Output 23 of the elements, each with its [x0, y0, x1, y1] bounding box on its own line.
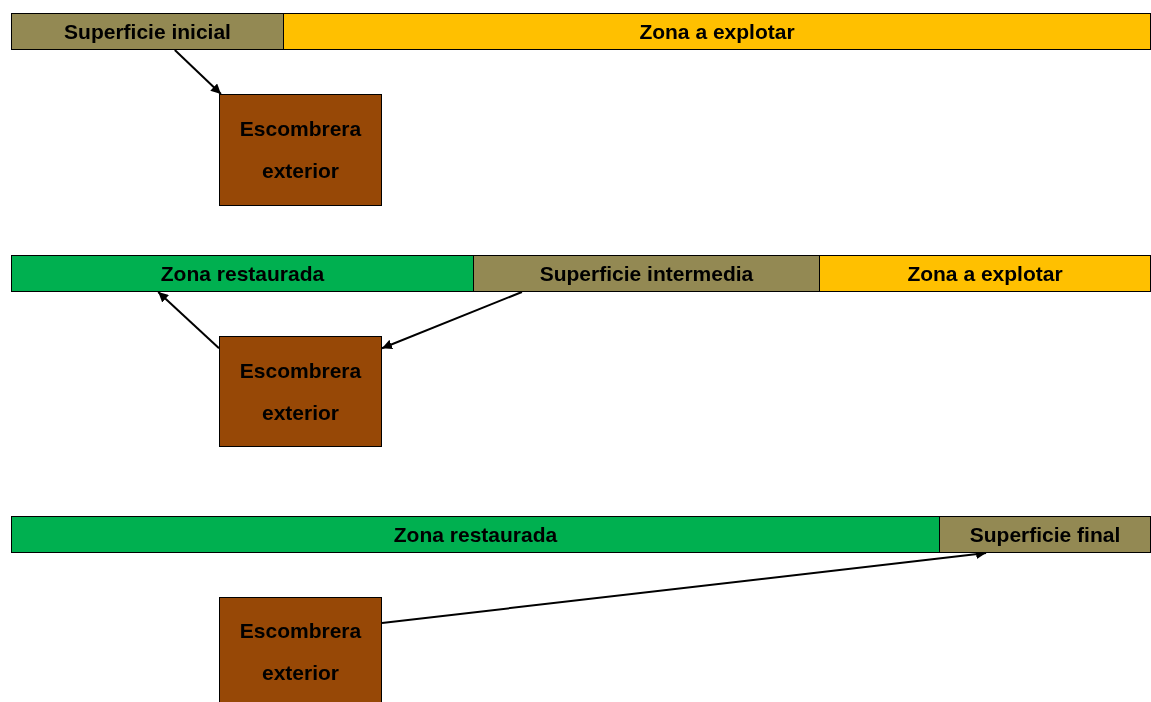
node-label: Escombrera exterior	[238, 116, 363, 184]
arrow	[381, 291, 523, 350]
dump-box	[219, 336, 382, 447]
node-label: Escombrera exterior	[238, 618, 363, 686]
arrow	[157, 291, 220, 350]
node-label: Zona restaurada	[160, 261, 325, 286]
node-label: Zona a explotar	[639, 19, 795, 44]
node-label: Zona a explotar	[907, 261, 1063, 286]
bar-segment	[11, 255, 474, 292]
dump-box	[219, 94, 382, 206]
bar-segment	[473, 255, 820, 292]
node-label: Zona restaurada	[393, 522, 558, 547]
node-label: Superficie inicial	[64, 19, 231, 44]
arrow	[173, 49, 222, 95]
bar-segment	[819, 255, 1151, 292]
node-label: Superficie intermedia	[539, 261, 754, 286]
bar-segment	[11, 516, 940, 553]
dump-box	[219, 597, 382, 702]
bar-segment	[11, 13, 284, 50]
bar-segment	[283, 13, 1151, 50]
bar-segment	[939, 516, 1151, 553]
node-label: Superficie final	[969, 522, 1121, 547]
node-label: Escombrera exterior	[238, 357, 363, 426]
